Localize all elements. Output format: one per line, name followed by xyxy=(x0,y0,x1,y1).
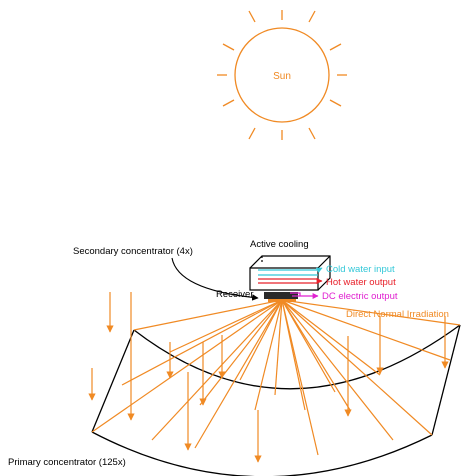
concentrator-upper-edge xyxy=(133,324,461,390)
receiver xyxy=(264,292,298,302)
sun-label: Sun xyxy=(273,71,291,82)
primary-concentrator-label: Primary concentrator (125x) xyxy=(8,457,126,468)
dc-electric-output-label: DC electric output xyxy=(322,291,398,302)
concentrator-left-edge xyxy=(91,329,135,433)
concentrator-lower-edge xyxy=(91,431,433,476)
incident-rays xyxy=(88,292,449,463)
reflected-rays xyxy=(91,299,461,456)
cooling-channels xyxy=(258,269,318,284)
hot-water-output-label: Hot water output xyxy=(326,277,396,288)
sun-disc xyxy=(234,27,330,123)
cold-water-input-label: Cold water input xyxy=(326,264,395,275)
primary-concentrator xyxy=(91,324,461,476)
active-cooling-box xyxy=(249,255,331,291)
cold-water-arrow xyxy=(315,267,323,274)
sun xyxy=(217,10,347,140)
secondary-concentrator-label: Secondary concentrator (4x) xyxy=(73,246,193,257)
secondary-concentrator-pointer xyxy=(171,257,259,301)
active-cooling-label: Active cooling xyxy=(250,239,309,250)
sun-rays xyxy=(217,10,347,140)
direct-normal-irradiation-label: Direct Normal Irradiation xyxy=(346,309,449,320)
dc-output-wire xyxy=(290,292,319,299)
receiver-label: Receiver xyxy=(216,289,254,300)
concentrator-right-edge xyxy=(431,324,461,436)
